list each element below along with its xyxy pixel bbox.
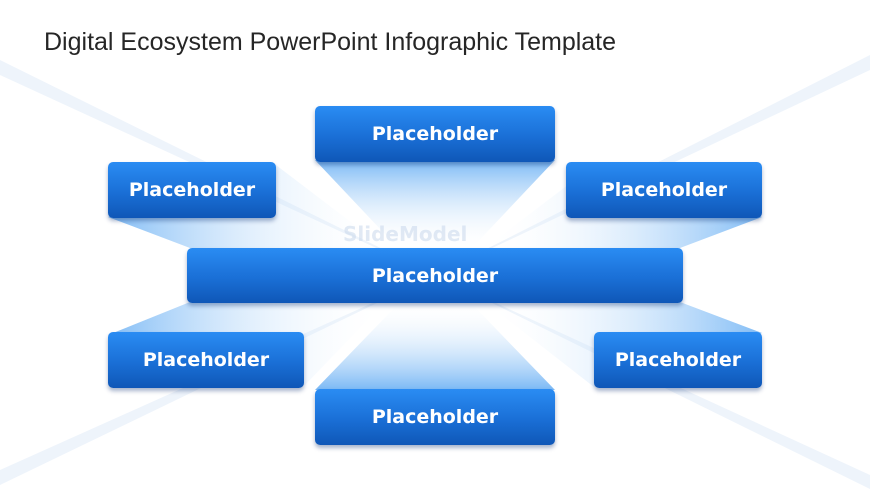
node-right-bottom: Placeholder — [594, 332, 762, 388]
node-left-top-label: Placeholder — [128, 179, 256, 201]
node-center-label: Placeholder — [371, 264, 499, 287]
node-right-top-label: Placeholder — [600, 179, 728, 201]
node-bottom: Placeholder — [315, 389, 555, 445]
ray-bottom — [315, 302, 555, 390]
node-bottom-label: Placeholder — [371, 406, 499, 428]
node-top-label: Placeholder — [371, 123, 499, 145]
watermark-logo: SlideModel — [343, 222, 468, 246]
node-left-bottom: Placeholder — [108, 332, 304, 388]
node-right-top: Placeholder — [566, 162, 762, 218]
node-center: Placeholder — [187, 248, 683, 303]
slide-title: Digital Ecosystem PowerPoint Infographic… — [44, 28, 617, 56]
node-left-top: Placeholder — [108, 162, 276, 218]
node-right-bottom-label: Placeholder — [614, 349, 742, 371]
node-left-bottom-label: Placeholder — [142, 349, 270, 371]
ray-top — [315, 160, 555, 250]
node-top: Placeholder — [315, 106, 555, 162]
